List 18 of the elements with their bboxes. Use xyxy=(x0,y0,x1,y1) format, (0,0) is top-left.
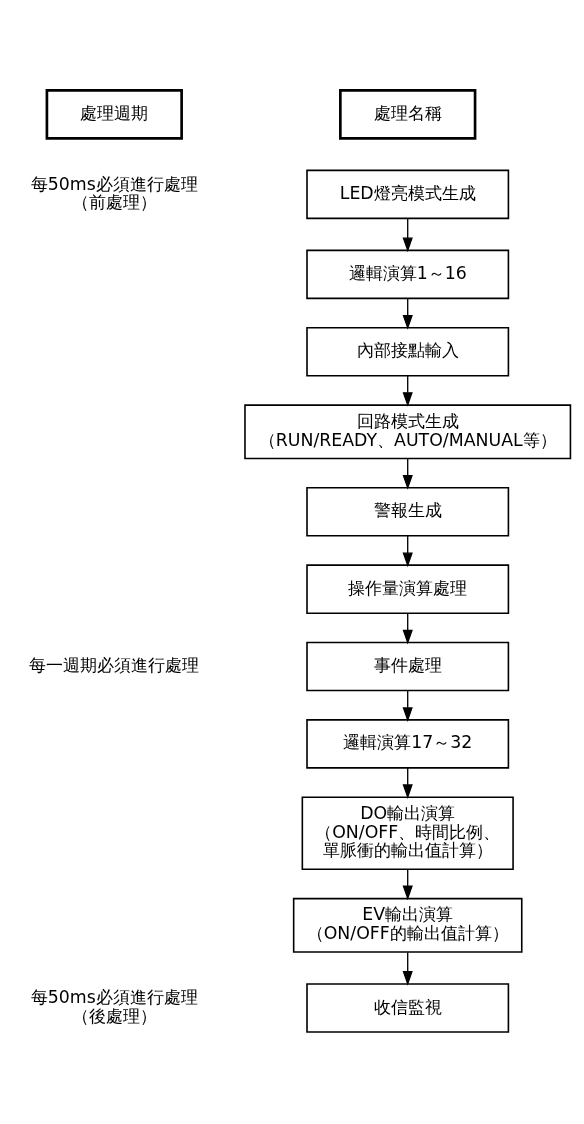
node-box: 事件處理 xyxy=(306,641,510,691)
label: 每50ms必須進行處理（前處理） xyxy=(30,173,198,212)
node-box: 操作量演算處理 xyxy=(306,563,510,614)
node-box: 收信監視 xyxy=(306,982,510,1033)
node-box: 回路模式生成（RUN/READY、AUTO/MANUAL等） xyxy=(244,403,572,459)
node-box: 警報生成 xyxy=(306,486,510,537)
node-box: 處理週期 xyxy=(45,88,183,140)
label: 每一週期必須進行處理 xyxy=(29,654,200,675)
arrow xyxy=(402,951,413,986)
node-box: 內部接點輸入 xyxy=(306,326,510,377)
node-box: LED燈亮模式生成 xyxy=(306,169,510,219)
node-box: 邏輯演算1～16 xyxy=(306,249,510,299)
node-box: 邏輯演算17～32 xyxy=(306,718,510,769)
node-box: DO輸出演算（ON/OFF、時間比例、單脈衝的輸出值計算） xyxy=(301,795,514,870)
label: 每50ms必須進行處理（後處理） xyxy=(30,986,198,1026)
node-box: 處理名稱 xyxy=(339,88,477,140)
arrow xyxy=(402,217,413,252)
node-box: EV輸出演算（ON/OFF的輸出值計算） xyxy=(292,897,523,953)
